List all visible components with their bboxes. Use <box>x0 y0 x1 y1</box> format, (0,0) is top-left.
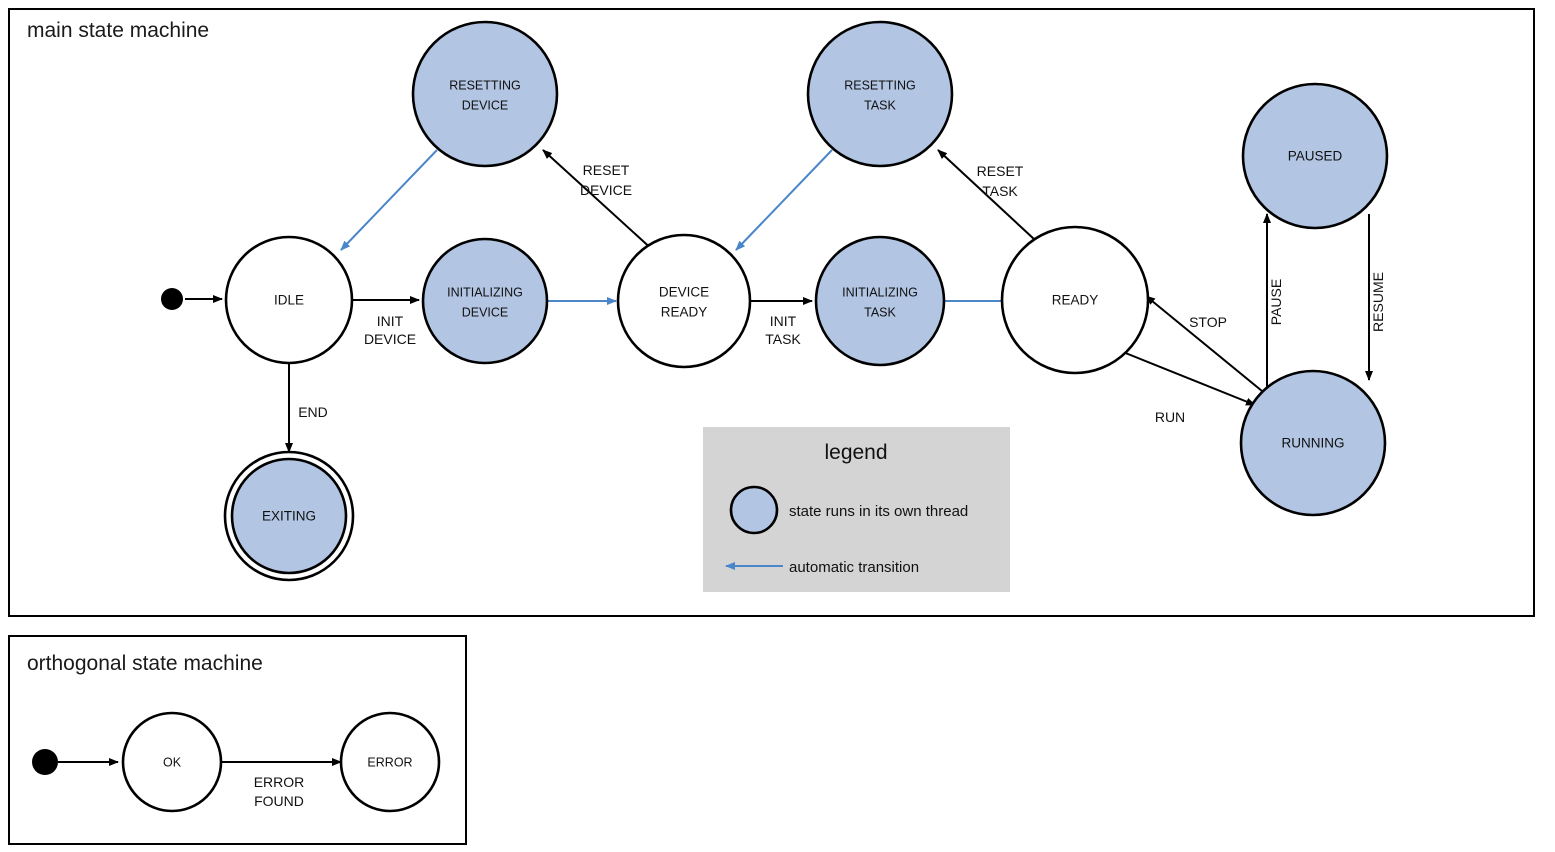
state-running[interactable]: RUNNING <box>1239 369 1387 517</box>
state-ready-label: READY <box>1052 293 1099 308</box>
edge-resetting-task-to-device-ready <box>735 149 833 251</box>
state-paused-label: PAUSED <box>1288 149 1343 164</box>
edge-label-error-found-line1: ERROR <box>254 774 305 790</box>
state-ready[interactable]: READY <box>1000 225 1150 375</box>
state-resetting-task-circle[interactable] <box>806 20 954 168</box>
state-idle[interactable]: IDLE <box>224 235 354 365</box>
edge-label-reset-task-line1: RESET <box>977 163 1024 179</box>
edge-label-init-task-line2: TASK <box>765 331 801 347</box>
state-running-label: RUNNING <box>1282 436 1345 451</box>
edge-ready-to-resetting-task <box>937 149 1049 253</box>
state-initializing-task[interactable]: INITIALIZING TASK <box>814 235 946 367</box>
state-idle-circle[interactable] <box>224 235 354 365</box>
state-error-label: ERROR <box>367 755 412 769</box>
edge-label-pause: PAUSE <box>1268 279 1284 325</box>
state-resetting-task-label-line1: RESETTING <box>844 78 916 92</box>
state-device-ready[interactable]: DEVICE READY <box>616 233 752 369</box>
orthogonal-state-machine-frame: orthogonal state machine ERROR FOUND OK … <box>8 635 467 845</box>
state-initializing-device[interactable]: INITIALIZING DEVICE <box>421 237 549 365</box>
transitions-layer: INIT DEVICE END RESET DEVICE INIT TASK R… <box>185 149 1386 453</box>
edge-resetting-device-to-idle <box>340 149 438 251</box>
edge-label-init-device-line2: DEVICE <box>364 331 416 347</box>
state-ok-label: OK <box>163 755 182 769</box>
main-frame-title: main state machine <box>27 19 209 42</box>
state-resetting-device-label-line1: RESETTING <box>449 78 521 92</box>
edge-running-to-ready <box>1145 295 1263 392</box>
edge-ready-to-running <box>1117 349 1256 406</box>
state-exiting[interactable]: EXITING <box>223 450 355 582</box>
legend-thread-state-swatch <box>729 485 779 535</box>
state-exiting-inner-circle[interactable] <box>230 457 348 575</box>
edge-device-ready-to-resetting-device <box>542 149 656 253</box>
edge-label-reset-device-line2: DEVICE <box>580 182 632 198</box>
orthogonal-frame-title: orthogonal state machine <box>27 652 263 675</box>
state-paused-circle[interactable] <box>1241 82 1389 230</box>
edge-label-init-device-line1: INIT <box>377 313 404 329</box>
legend: legend state runs in its own thread auto… <box>703 427 1010 592</box>
state-resetting-task[interactable]: RESETTING TASK <box>806 20 954 168</box>
edge-label-init-task-line1: INIT <box>770 313 797 329</box>
initial-state-dot <box>161 288 183 310</box>
state-device-ready-label-line2: READY <box>661 305 708 320</box>
state-ready-circle[interactable] <box>1000 225 1150 375</box>
legend-thread-state-text: state runs in its own thread <box>789 503 968 520</box>
state-initializing-task-label-line1: INITIALIZING <box>842 285 918 299</box>
legend-title: legend <box>824 441 887 464</box>
state-error[interactable]: ERROR <box>339 711 441 813</box>
edge-label-resume: RESUME <box>1370 272 1386 332</box>
state-initializing-device-label-line2: DEVICE <box>462 305 509 319</box>
edge-label-stop: STOP <box>1189 314 1227 330</box>
state-idle-label: IDLE <box>274 293 304 308</box>
orthogonal-initial-state-dot <box>32 749 58 775</box>
states-layer: RESETTING DEVICE RESETTING TASK PAUSED I… <box>161 20 1389 582</box>
state-initializing-device-circle[interactable] <box>421 237 549 365</box>
state-resetting-device-label-line2: DEVICE <box>462 98 509 112</box>
state-resetting-device-circle[interactable] <box>411 20 559 168</box>
state-initializing-task-circle[interactable] <box>814 235 946 367</box>
state-initializing-task-label-line2: TASK <box>864 305 896 319</box>
state-error-circle[interactable] <box>339 711 441 813</box>
legend-auto-transition-text: automatic transition <box>789 559 919 576</box>
state-resetting-task-label-line2: TASK <box>864 98 896 112</box>
edge-label-run: RUN <box>1155 409 1185 425</box>
edge-label-reset-device-line1: RESET <box>583 162 630 178</box>
state-device-ready-label-line1: DEVICE <box>659 285 709 300</box>
state-device-ready-circle[interactable] <box>616 233 752 369</box>
state-ok[interactable]: OK <box>121 711 223 813</box>
state-ok-circle[interactable] <box>121 711 223 813</box>
edge-label-reset-task-line2: TASK <box>982 183 1018 199</box>
state-running-circle[interactable] <box>1239 369 1387 517</box>
state-paused[interactable]: PAUSED <box>1241 82 1389 230</box>
edge-label-error-found-line2: FOUND <box>254 793 304 809</box>
state-resetting-device[interactable]: RESETTING DEVICE <box>411 20 559 168</box>
state-exiting-label: EXITING <box>262 509 316 524</box>
state-initializing-device-label-line1: INITIALIZING <box>447 285 523 299</box>
edge-label-end: END <box>298 404 328 420</box>
